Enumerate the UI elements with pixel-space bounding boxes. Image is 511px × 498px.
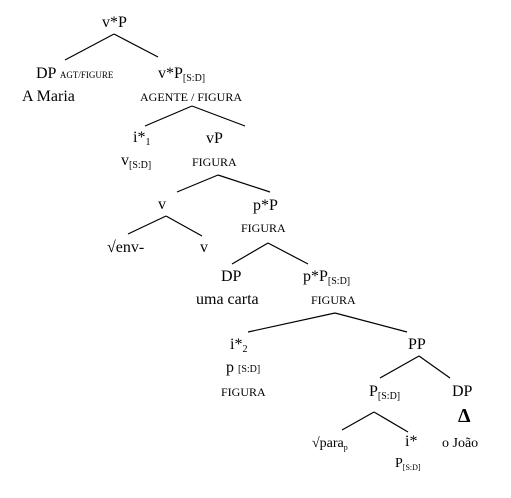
word-a-maria: A Maria (22, 88, 75, 105)
branch-vstarp-to-dp-agent (64, 33, 115, 61)
word-o-joao: o João (442, 436, 479, 451)
node-root-para: √parap (312, 436, 348, 452)
feature-istar2-figura: FIGURA (221, 385, 266, 399)
feature-pstarp-figura: FIGURA (241, 221, 286, 235)
node-vp: vP (206, 130, 223, 147)
branch-pstarp-to-pstarp-sd (267, 242, 309, 265)
branch-vstarp-to-vstarp-sd (113, 33, 159, 58)
node-istar1-v: v[S:D] (121, 152, 152, 171)
feature-vp-figura: FIGURA (192, 155, 237, 169)
node-istar-leaf: i* (405, 433, 418, 450)
node-pstarp-sd: p*P[S:D] (303, 268, 351, 287)
node-v-leaf: v (200, 239, 208, 256)
feature-pstarp-sd-figura: FIGURA (311, 293, 356, 307)
branch-pp-to-dp-joao (418, 355, 451, 379)
node-istar-leaf-p: P[S:D] (395, 456, 421, 472)
node-vstarp-sd: v*P[S:D] (158, 65, 206, 84)
node-dp-agent-feature: AGT/FIGURE (59, 70, 114, 80)
triangle-icon: Δ (458, 405, 471, 427)
node-dp-joao: DP (452, 383, 473, 400)
node-dp-carta: DP (221, 268, 242, 285)
branch-vp-to-pstarp (217, 174, 271, 193)
word-uma-carta: uma carta (196, 291, 259, 308)
branch-pstarp-to-dp-carta (231, 242, 269, 265)
branch-pstarp-sd-to-pp (334, 312, 408, 333)
branch-pstarp-sd-to-istar2 (247, 312, 336, 333)
branch-pp-to-p-sd (379, 355, 420, 379)
node-p-sd: P[S:D] (369, 383, 401, 402)
branch-vp-to-v-mid (176, 174, 219, 193)
branch-vstarp-sd-to-istar1 (144, 105, 193, 127)
branch-v-mid-to-v-leaf (165, 215, 203, 237)
node-istar1: i*1 (133, 129, 151, 148)
node-root-env: √env- (107, 239, 145, 256)
branch-vstarp-sd-to-vp (191, 105, 246, 127)
node-istar2-p: p [S:D] (226, 359, 261, 376)
branch-v-mid-to-root-env (127, 215, 167, 235)
node-vstarp-root: v*P (102, 14, 127, 31)
branch-p-sd-to-istar-leaf (373, 411, 409, 433)
node-v-mid: v (158, 196, 166, 213)
branch-p-sd-to-root-para (341, 411, 375, 431)
node-dp-agent: DP AGT/FIGURE (36, 65, 114, 82)
feature-agente-figura: AGENTE / FIGURA (140, 90, 242, 104)
node-istar2: i*2 (230, 336, 248, 355)
node-pp: PP (408, 336, 426, 353)
node-pstarp: p*P (253, 197, 278, 214)
